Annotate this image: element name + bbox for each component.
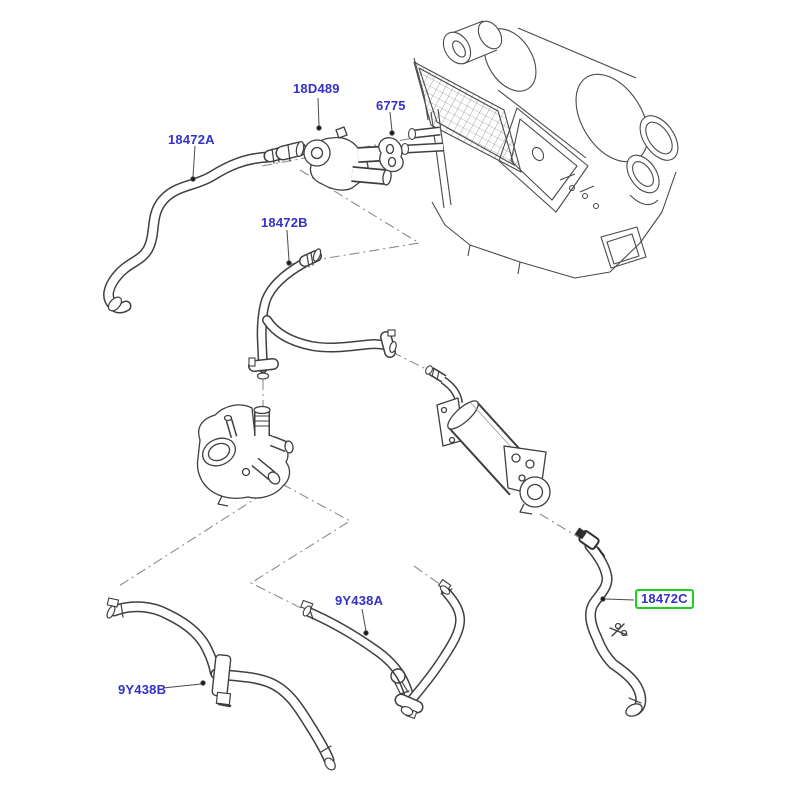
part-label-9y438a[interactable]: 9Y438A xyxy=(335,593,384,608)
egr-cooler-drawing xyxy=(425,365,551,515)
callout-leader-lines xyxy=(162,97,635,689)
hose-18472a-drawing xyxy=(103,140,307,314)
part-label-18472a[interactable]: 18472A xyxy=(168,132,215,147)
part-label-18472b[interactable]: 18472B xyxy=(261,215,308,230)
part-label-6775[interactable]: 6775 xyxy=(376,98,406,113)
heater-control-valve-drawing xyxy=(303,126,399,191)
hose-9y438b-drawing xyxy=(106,597,336,771)
heater-unit-assembly-drawing xyxy=(400,10,680,282)
hose-9y438a-drawing xyxy=(300,578,466,720)
hose-18472c-drawing xyxy=(574,527,647,717)
part-label-18472c-highlighted[interactable]: 18472C xyxy=(635,589,694,609)
part-label-9y438b[interactable]: 9Y438B xyxy=(118,682,167,697)
hose-18472b-drawing xyxy=(248,248,397,380)
thermostat-housing-drawing xyxy=(196,404,294,507)
part-label-18d489[interactable]: 18D489 xyxy=(293,81,340,96)
gasket-6775-drawing xyxy=(378,137,404,173)
